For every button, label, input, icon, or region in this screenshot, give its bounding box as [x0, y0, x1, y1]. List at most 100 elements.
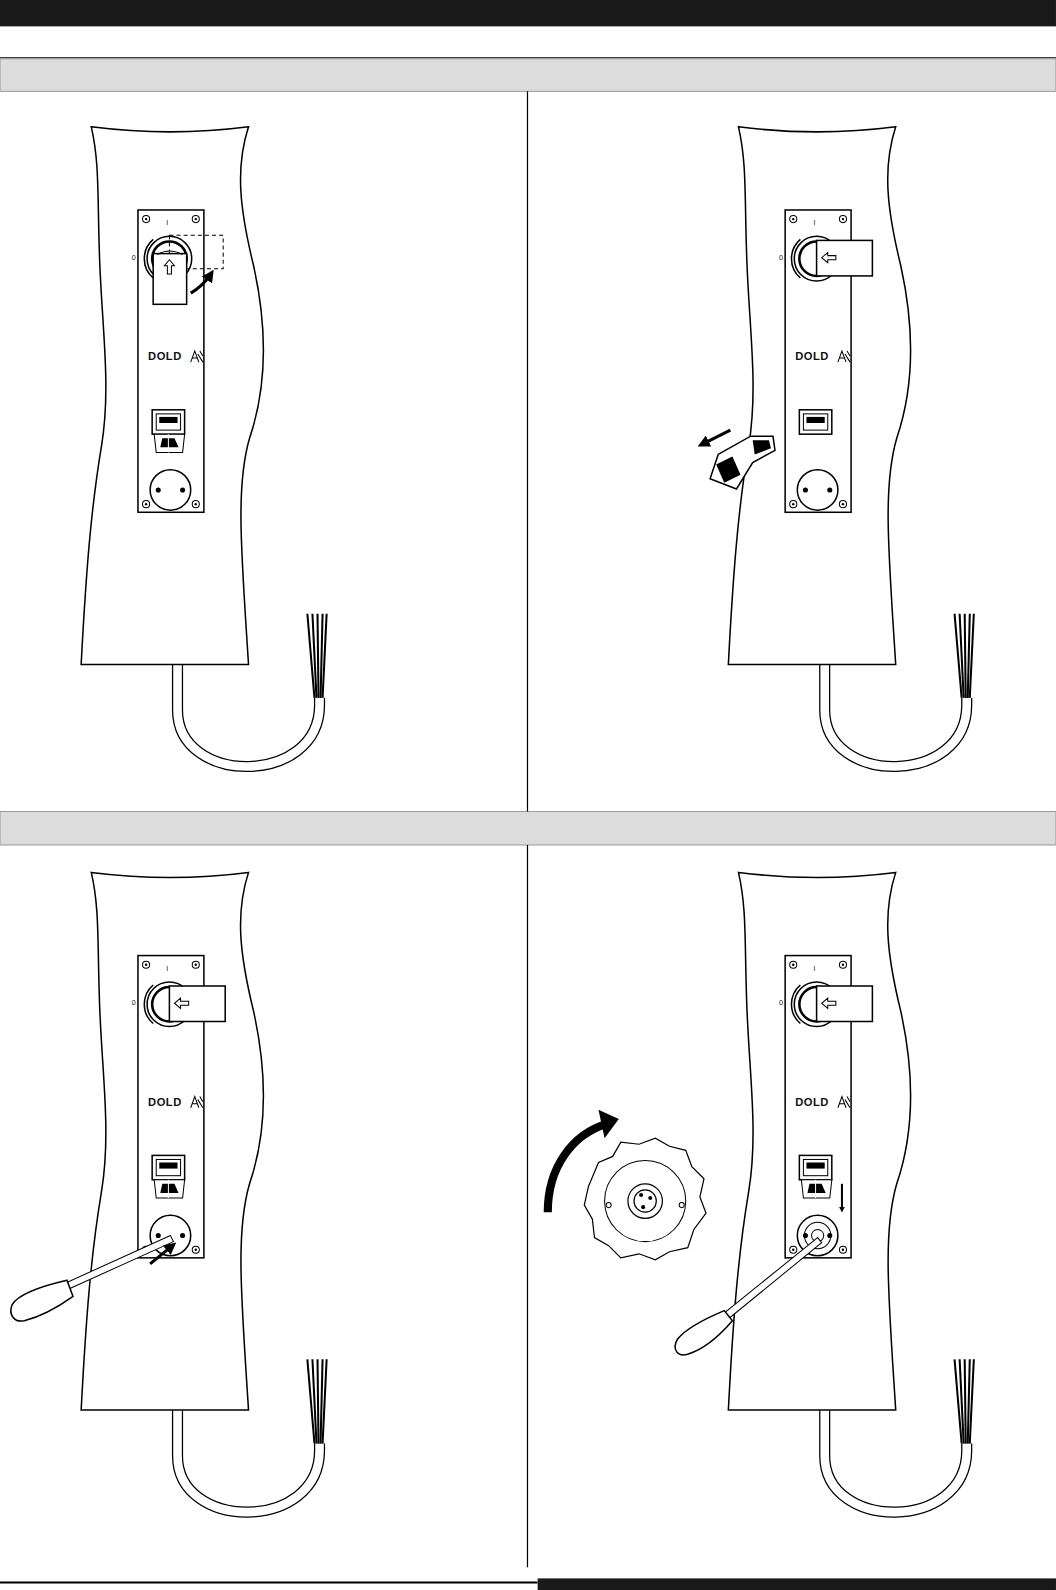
section-band: [0, 812, 1056, 845]
position-mark: 0: [779, 999, 783, 1006]
connector-plug: [160, 438, 178, 447]
screw: [145, 963, 147, 965]
screw: [827, 487, 832, 492]
removed-plug: [753, 440, 771, 454]
wire: [970, 614, 974, 698]
screw: [143, 501, 150, 508]
illustration: [0, 57, 1056, 58]
screwdriver: [11, 1280, 73, 1321]
screw: [195, 218, 197, 220]
connector-socket: [152, 1155, 184, 1179]
screw: [792, 503, 794, 505]
connector-socket: [799, 410, 831, 434]
handle-arrow: [822, 253, 836, 263]
cable: [825, 1410, 967, 1512]
wire: [965, 614, 966, 698]
brand-logo: DOLD: [148, 1097, 182, 1108]
screwdriver: [63, 1236, 174, 1291]
zoom-detail: [606, 1203, 611, 1208]
screw: [195, 1249, 197, 1251]
position-mark: 0: [132, 999, 136, 1006]
wire: [312, 614, 316, 698]
zoom-detail: [641, 1205, 645, 1209]
removed-plug: [710, 436, 775, 489]
logo-mark: [838, 1097, 850, 1108]
screwdriver: [722, 1238, 821, 1320]
connector-socket: [803, 1159, 827, 1175]
screw: [145, 503, 147, 505]
position-mark: 0: [779, 254, 783, 261]
screw: [839, 216, 846, 223]
switch-handle: [817, 986, 873, 1022]
pull-arrow: [702, 430, 730, 444]
logo-mark: [191, 1097, 203, 1108]
device-panel: [81, 127, 326, 767]
switch-handle: [817, 240, 873, 276]
device-panel: [728, 127, 973, 767]
connector-socket: [159, 1163, 177, 1169]
screw: [790, 216, 797, 223]
housing: [728, 872, 910, 1410]
screw: [790, 501, 797, 508]
screwdriver: [11, 1236, 174, 1322]
housing: [81, 127, 263, 665]
brand-logo: DOLD: [795, 351, 829, 362]
screw: [195, 503, 197, 505]
wire: [312, 1359, 316, 1443]
zoom-detail: [584, 1138, 706, 1260]
screw: [192, 1246, 199, 1253]
cable: [178, 1410, 320, 1512]
connector-plug: [160, 1184, 178, 1193]
zoom-detail: [605, 1160, 686, 1241]
connector-plug: [154, 1180, 184, 1198]
connector-plug: [168, 1180, 169, 1198]
connector-plug: [815, 1180, 816, 1198]
screw: [803, 487, 808, 492]
device-panel: [81, 872, 326, 1512]
zoom-detail: [634, 1190, 656, 1212]
wire: [318, 1359, 319, 1443]
zoom-detail: [639, 1193, 643, 1197]
screw: [842, 963, 844, 965]
screwdriver: [675, 1238, 821, 1355]
removed-plug: [710, 436, 775, 489]
screw: [803, 1233, 808, 1238]
bottom-rule: [0, 1581, 538, 1583]
position-mark: I: [814, 219, 816, 226]
connector-socket: [806, 417, 824, 423]
section-band: [0, 59, 1056, 91]
screw: [842, 503, 844, 505]
switch-handle: [157, 251, 182, 255]
switch-handle: [153, 254, 186, 305]
position-mark: 0: [132, 254, 136, 261]
screwdriver: [675, 1311, 732, 1355]
handle-arrow: [164, 260, 174, 274]
screw: [792, 963, 794, 965]
screw: [156, 1233, 161, 1238]
handle-arrow: [174, 998, 188, 1008]
housing: [81, 872, 263, 1410]
screw: [192, 961, 199, 968]
position-mark: I: [814, 965, 816, 972]
cable: [825, 664, 967, 766]
brand-logo: DOLD: [795, 1097, 829, 1108]
screw: [195, 963, 197, 965]
screw: [842, 1249, 844, 1251]
screw: [145, 218, 147, 220]
connector-socket: [159, 417, 177, 423]
wire: [960, 614, 964, 698]
brand-logo: DOLD: [148, 351, 182, 362]
screw: [839, 961, 846, 968]
zoom-detail: [584, 1138, 706, 1260]
switch-handle: [169, 986, 225, 1022]
cable: [178, 664, 320, 766]
logo-mark: [838, 351, 850, 362]
screw: [790, 961, 797, 968]
screw: [143, 961, 150, 968]
wire: [960, 1359, 964, 1443]
connector-plug: [154, 434, 184, 452]
zoom-detail: [628, 1184, 662, 1218]
screw: [827, 1233, 832, 1238]
